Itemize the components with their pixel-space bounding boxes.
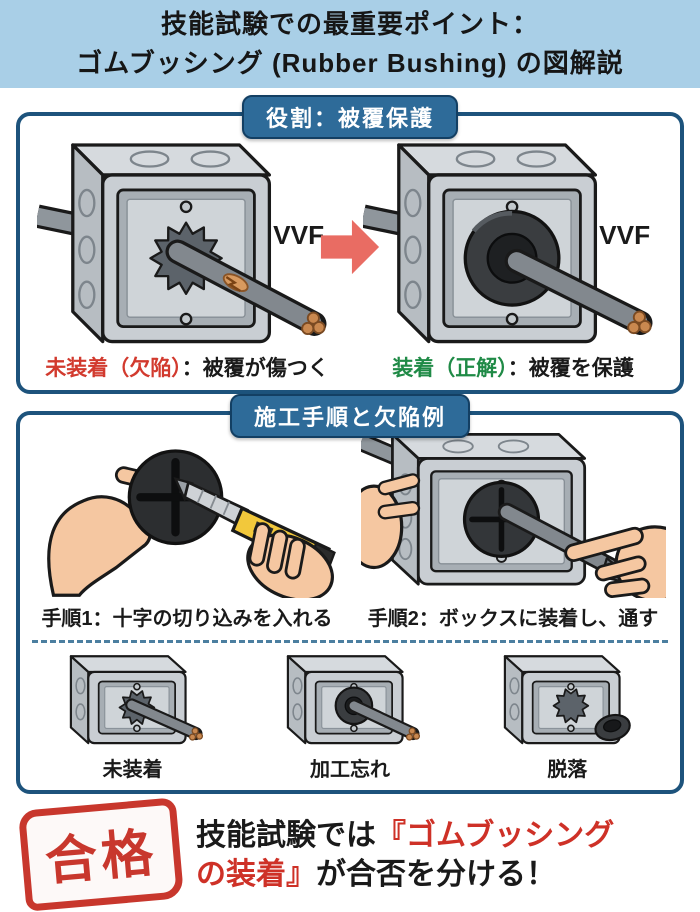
defect-label: 未装着（欠陥）: [45, 357, 182, 380]
fallen-bushing: [594, 713, 632, 742]
step1-caption: 手順1：十字の切り込みを入れる: [41, 608, 333, 630]
step2-figure: 手順2：ボックスに装着し、通す: [350, 427, 676, 631]
title-band: 技能試験での最重要ポイント： ゴムブッシング (Rubber Bushing) …: [0, 0, 700, 88]
without-bushing-figure: VVF 未装着（欠陥）：被覆が傷つく: [24, 130, 350, 382]
step1-figure: 手順1：十字の切り込みを入れる: [24, 427, 350, 631]
vvf-label: VVF: [273, 220, 324, 250]
box-with-bushing-illustration: VVF: [363, 143, 653, 344]
pass-stamp: 合格: [17, 797, 185, 912]
defect2-label: 加工忘れ: [309, 759, 390, 781]
page-title-line1: 技能試験での最重要ポイント：: [160, 9, 539, 39]
step1-illustration: [46, 449, 336, 598]
with-bushing-caption: 装着（正解）：被覆を保護: [392, 357, 634, 380]
defect-fallen-figure: 脱落: [459, 651, 676, 782]
defect-not-installed-figure: 未装着: [24, 651, 241, 782]
vvf-label: VVF: [599, 220, 650, 250]
with-bushing-figure: VVF 装着（正解）：被覆を保護: [350, 130, 676, 382]
section-procedure-panel: 施工手順と欠陥例: [16, 394, 684, 794]
footer-banner: 合格 技能試験では『ゴムブッシング の装着』が合否を分ける！: [0, 794, 700, 912]
copper-conductors: [306, 311, 320, 325]
footer-message: 技能試験では『ゴムブッシング の装着』が合否を分ける！: [196, 818, 615, 891]
box-left-face: [71, 143, 105, 344]
copper-conductors: [632, 310, 646, 324]
without-bushing-caption: 未装着（欠陥）：被覆が傷つく: [45, 357, 329, 380]
page-title-line2: ゴムブッシング (Rubber Bushing) の図解説: [76, 48, 624, 78]
box-without-bushing-illustration: VVF: [37, 143, 327, 344]
section-procedure-header: 施工手順と欠陥例: [229, 394, 471, 438]
section-role-header: 役割：被覆保護: [241, 95, 459, 139]
jagged-hole: [552, 688, 590, 724]
defect3-illustration: [504, 655, 632, 745]
step2-illustration: [360, 433, 666, 598]
defect3-label: 脱落: [547, 759, 588, 781]
left-hand: [360, 484, 403, 570]
correct-label: 装着（正解）: [392, 357, 508, 380]
step2-caption: 手順2：ボックスに装着し、通す: [367, 608, 659, 630]
defect2-illustration: [286, 655, 420, 745]
right-arrow-icon: [319, 216, 381, 278]
box-top-face: [71, 143, 272, 177]
dashed-divider: [32, 640, 668, 643]
section-role-panel: 役割：被覆保護: [16, 95, 684, 394]
defect-uncut-figure: 加工忘れ: [241, 651, 458, 782]
defect1-illustration: [69, 655, 203, 745]
defect1-label: 未装着: [102, 759, 163, 781]
